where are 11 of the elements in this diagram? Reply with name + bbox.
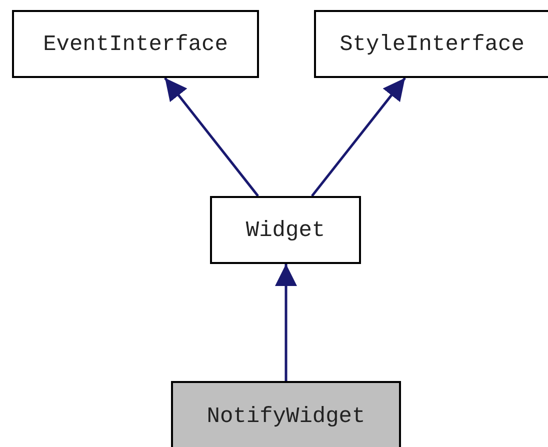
class-name: EventInterface [43,32,228,56]
arrow [275,264,297,381]
class-name: StyleInterface [340,32,524,56]
class-box [12,10,259,78]
class-box [210,196,361,264]
class-box [171,381,401,447]
arrow [311,77,406,197]
class-box [314,10,548,78]
arrow [164,77,259,197]
class-name: NotifyWidget [206,404,366,428]
class-name: Widget [246,218,326,242]
